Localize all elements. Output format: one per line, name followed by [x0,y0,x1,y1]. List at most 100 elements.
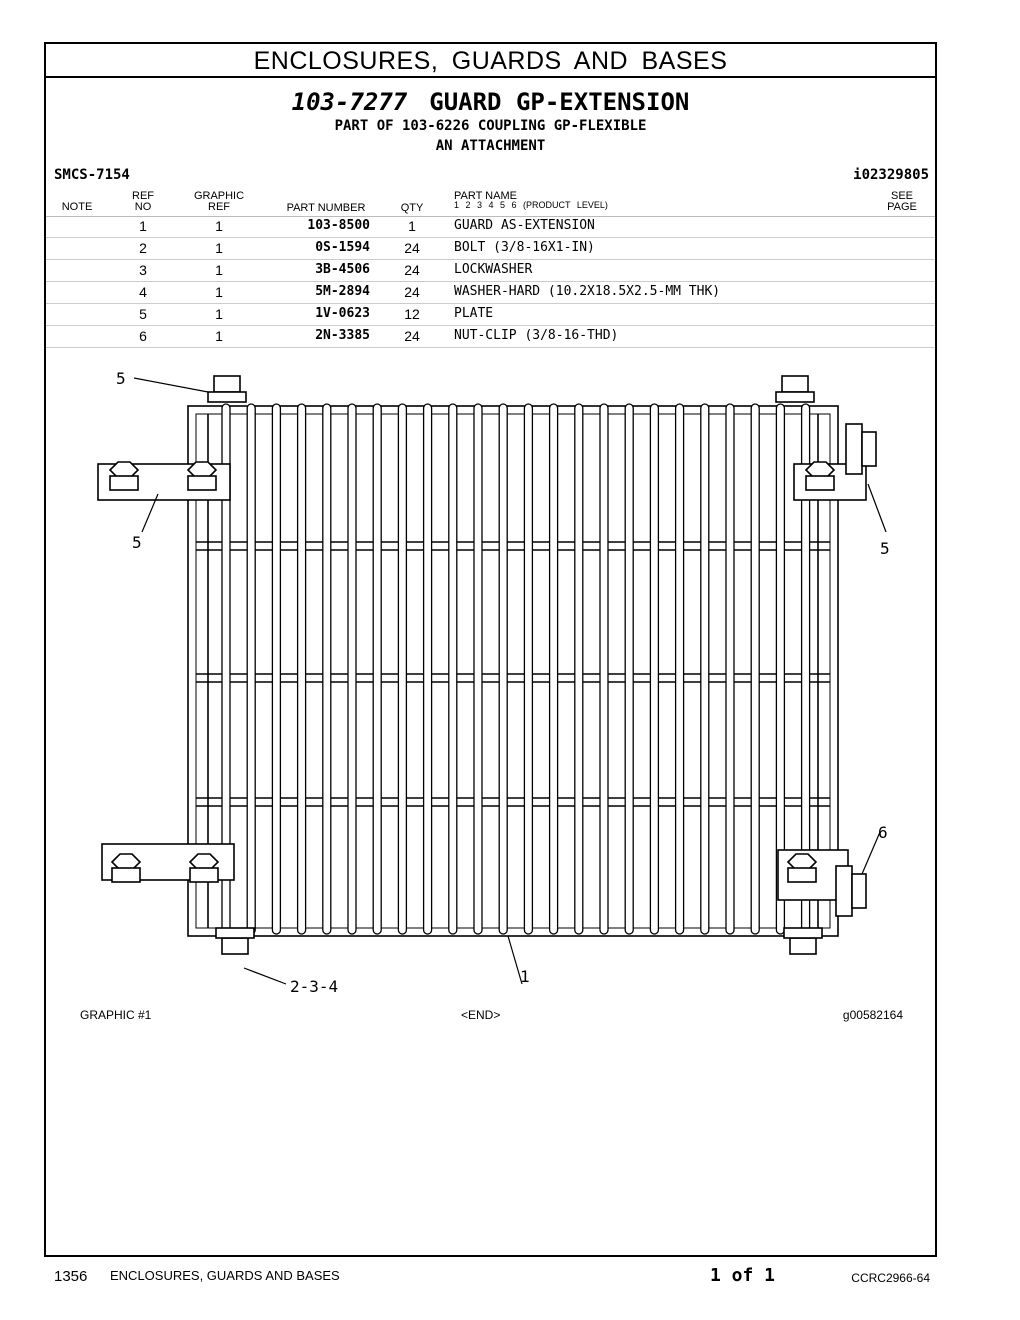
part-name: LOCKWASHER [454,262,533,277]
doc-code: CCRC2966-64 [851,1271,930,1285]
nut-clip-icon [861,431,877,467]
leader-line [867,483,887,533]
guard-bar [322,403,332,935]
guard-bar [397,403,408,935]
page-number: 1356 [54,1268,88,1285]
header-graphic: GRAPHIC [193,190,245,202]
guard-bar [624,403,634,935]
bolts [108,375,877,955]
callout-5-right: 5 [880,539,890,558]
guard-bar [498,403,508,935]
part-number: 1V-0623 [315,306,370,321]
header-note: NOTE [61,201,93,213]
graphic-label: GRAPHIC #1 [80,1008,152,1022]
bolt-icon [187,475,217,491]
graphic-ref: 1 [215,306,223,322]
ref-no: 3 [139,262,147,278]
header-ref: REF [132,190,154,202]
attachment-note: AN ATTACHMENT [435,138,546,154]
parent-assembly: PART OF 103-6226 COUPLING GP-FLEXIBLE [334,118,647,134]
page-of: 1 of 1 [710,1265,776,1286]
header-qty: QTY [400,202,424,214]
part-number: 2N-3385 [315,328,370,343]
part-number: 5M-2894 [315,284,370,299]
callout-6: 6 [878,823,888,842]
qty: 1 [408,218,416,234]
ref-no: 6 [139,328,147,344]
header-no: NO [134,201,152,213]
ref-no: 4 [139,284,147,300]
graphic-id: g00582164 [842,1008,903,1022]
callout-5-top-left: 5 [116,369,126,388]
guard-bar [725,403,735,935]
leader-line [861,831,881,875]
title-name: GUARD GP-EXTENSION [429,88,690,116]
guard-bar [750,403,760,935]
washer-icon [775,391,815,403]
guard-bar [271,403,282,935]
bolt-icon [221,937,249,955]
parts-table-header: NOTE REF NO GRAPHIC REF PART NUMBER QTY … [46,190,935,217]
callout-1: 1 [520,967,530,986]
guard-bar [649,403,660,935]
guard-illustration: 5 5 5 6 2-3-4 1 [97,369,890,996]
ref-no: 5 [139,306,147,322]
table-row: 3 1 3B-4506 24 LOCKWASHER [46,260,935,282]
bolt-icon [789,937,817,955]
qty: 24 [404,240,420,256]
ref-no: 1 [139,218,147,234]
info-id: i02329805 [853,167,929,183]
part-name: BOLT (3/8-16X1-IN) [454,240,595,255]
qty: 12 [404,306,420,322]
guard-bar [548,403,559,935]
section-title: ENCLOSURES, GUARDS AND BASES [46,44,935,78]
qty: 24 [404,284,420,300]
bolt-icon [781,375,809,393]
nut-clip-icon [851,873,867,909]
part-name: GUARD AS-EXTENSION [454,218,595,233]
guard-bar [599,403,609,935]
header-page: PAGE [887,201,917,213]
guard-bar [246,403,256,935]
header-part-number: PART NUMBER [286,202,366,214]
footer-section: ENCLOSURES, GUARDS AND BASES [110,1268,340,1283]
graphic-ref: 1 [215,218,223,234]
graphic-ref: 1 [215,240,223,256]
header-product-level: 1 2 3 4 5 6 (PRODUCT LEVEL) [454,200,608,210]
washer-icon [215,927,255,939]
parts-table: 1 1 103-8500 1 GUARD AS-EXTENSION 2 1 0S… [46,216,935,348]
graphic-ref: 1 [215,262,223,278]
header-part-name: PART NAME [454,190,517,202]
guard-bar [574,403,584,935]
nut-clip-icon [835,865,853,917]
leader-lines [133,377,887,985]
guard-bar [296,403,307,935]
part-name: PLATE [454,306,494,321]
qty: 24 [404,262,420,278]
table-row: 4 1 5M-2894 24 WASHER-HARD (10.2X18.5X2.… [46,282,935,304]
table-row: 5 1 1V-0623 12 PLATE [46,304,935,326]
table-row: 1 1 103-8500 1 GUARD AS-EXTENSION [46,216,935,238]
bolt-icon [213,375,241,393]
part-number: 103-8500 [307,218,370,233]
leader-line [133,377,209,393]
table-row: 2 1 0S-1594 24 BOLT (3/8-16X1-IN) [46,238,935,260]
guard-bar [372,403,382,935]
guard-bar [674,403,685,935]
header-graphic-ref: REF [208,201,230,213]
ref-no: 2 [139,240,147,256]
table-row: 6 1 2N-3385 24 NUT-CLIP (3/8-16-THD) [46,326,935,348]
part-name: WASHER-HARD (10.2X18.5X2.5-MM THK) [454,284,721,299]
nut-clip-icon [845,423,863,475]
guard-frame-inner [195,413,831,929]
title-part-number: 103-7277 [291,88,408,116]
callouts: 5 5 5 6 2-3-4 1 [116,369,890,996]
guard-bar [422,403,433,935]
part-number: 0S-1594 [315,240,370,255]
graphic-ref: 1 [215,328,223,344]
bolt-icon [787,867,817,883]
washer-icon [207,391,247,403]
leader-line [507,935,523,985]
end-label: <END> [461,1008,501,1022]
bolt-icon [111,867,141,883]
